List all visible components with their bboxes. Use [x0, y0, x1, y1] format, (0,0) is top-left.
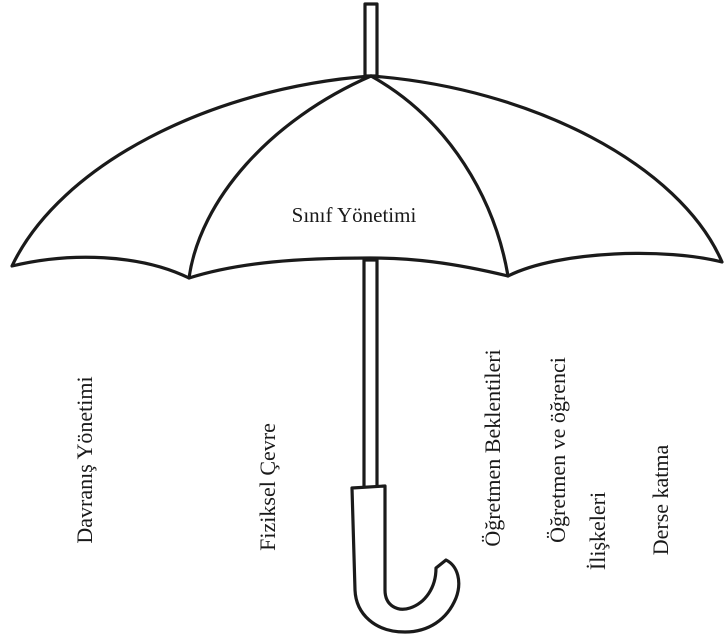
label-derse-katma: Derse katma — [648, 444, 673, 555]
umbrella-handle — [352, 486, 459, 632]
label-ogretmen-ogrenci-line1: Öğretmen ve öğrenci — [545, 357, 570, 543]
umbrella-tip — [365, 4, 377, 76]
center-label: Sınıf Yönetimi — [292, 203, 417, 227]
label-davranis-yonetimi: Davranış Yönetimi — [72, 376, 97, 543]
label-ogretmen-beklentileri: Öğretmen Beklentileri — [480, 349, 505, 546]
umbrella-canopy — [12, 76, 722, 278]
umbrella-shaft — [364, 260, 377, 492]
label-ogretmen-ogrenci-line2: İlişkeleri — [585, 492, 610, 570]
label-fiziksel-cevre: Fiziksel Çevre — [255, 423, 280, 551]
